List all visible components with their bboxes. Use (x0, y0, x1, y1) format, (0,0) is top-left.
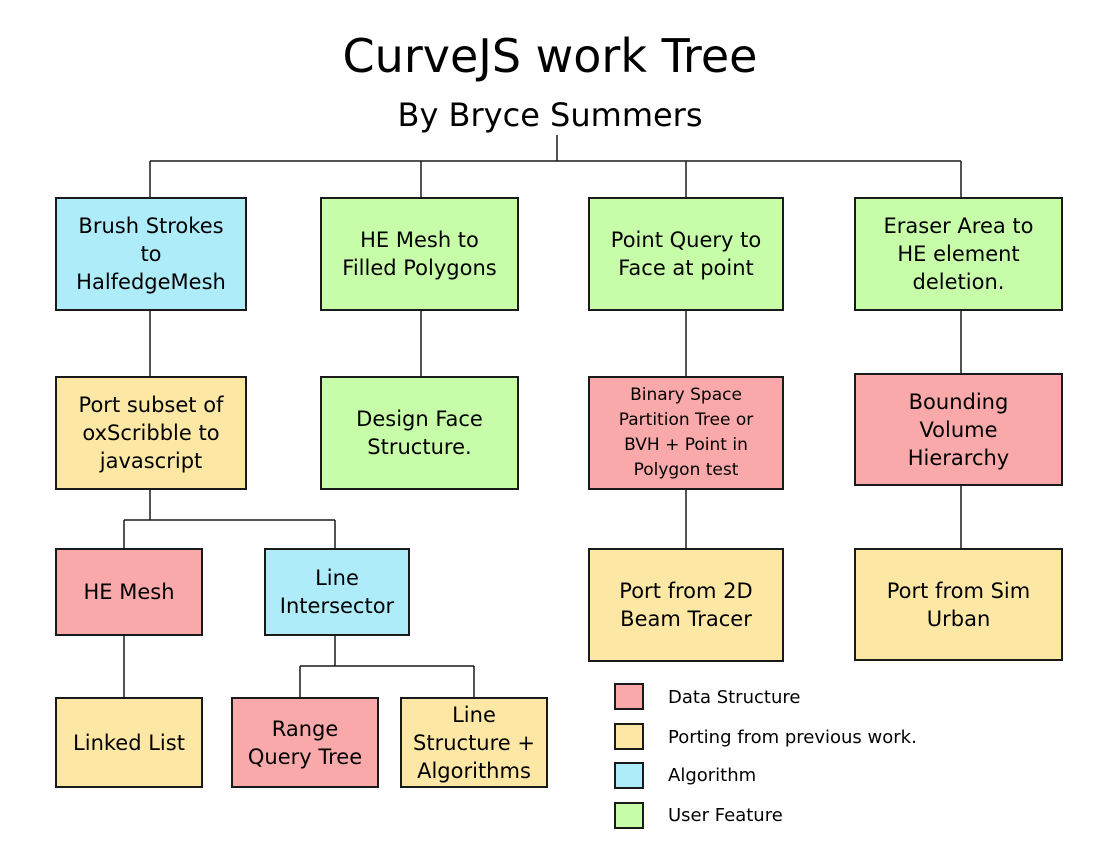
node-range-query-tree: Range Query Tree (231, 697, 379, 788)
legend-swatch-porting (614, 723, 644, 750)
node-linked-list: Linked List (55, 697, 203, 788)
legend-label-porting: Porting from previous work. (668, 727, 917, 748)
node-he-mesh: HE Mesh (55, 548, 203, 636)
node-eraser-area: Eraser Area to HE element deletion. (854, 197, 1063, 311)
node-line-intersector: Line Intersector (264, 548, 410, 636)
legend-swatch-algorithm (614, 762, 644, 789)
node-design-face: Design Face Structure. (320, 376, 519, 490)
diagram-title: CurveJS work Tree (342, 29, 758, 83)
node-bvh: Bounding Volume Hierarchy (854, 373, 1063, 486)
legend-swatch-data-structure (614, 683, 644, 710)
legend-label-algorithm: Algorithm (668, 765, 757, 786)
node-point-query: Point Query to Face at point (588, 197, 784, 311)
node-bsp-tree: Binary Space Partition Tree or BVH + Poi… (588, 376, 784, 490)
diagram-subtitle: By Bryce Summers (397, 96, 703, 134)
legend-swatch-user-feature (614, 802, 644, 829)
node-port-sim-urban: Port from Sim Urban (854, 548, 1063, 661)
node-line-structure: Line Structure + Algorithms (400, 697, 548, 788)
node-port-beam-tracer: Port from 2D Beam Tracer (588, 548, 784, 662)
legend-label-user-feature: User Feature (668, 805, 783, 826)
node-port-oxscribble: Port subset of oxScribble to javascript (55, 376, 247, 490)
node-he-mesh-polygons: HE Mesh to Filled Polygons (320, 197, 519, 311)
node-brush-strokes: Brush Strokes to HalfedgeMesh (55, 197, 247, 311)
legend-label-data-structure: Data Structure (668, 687, 801, 708)
